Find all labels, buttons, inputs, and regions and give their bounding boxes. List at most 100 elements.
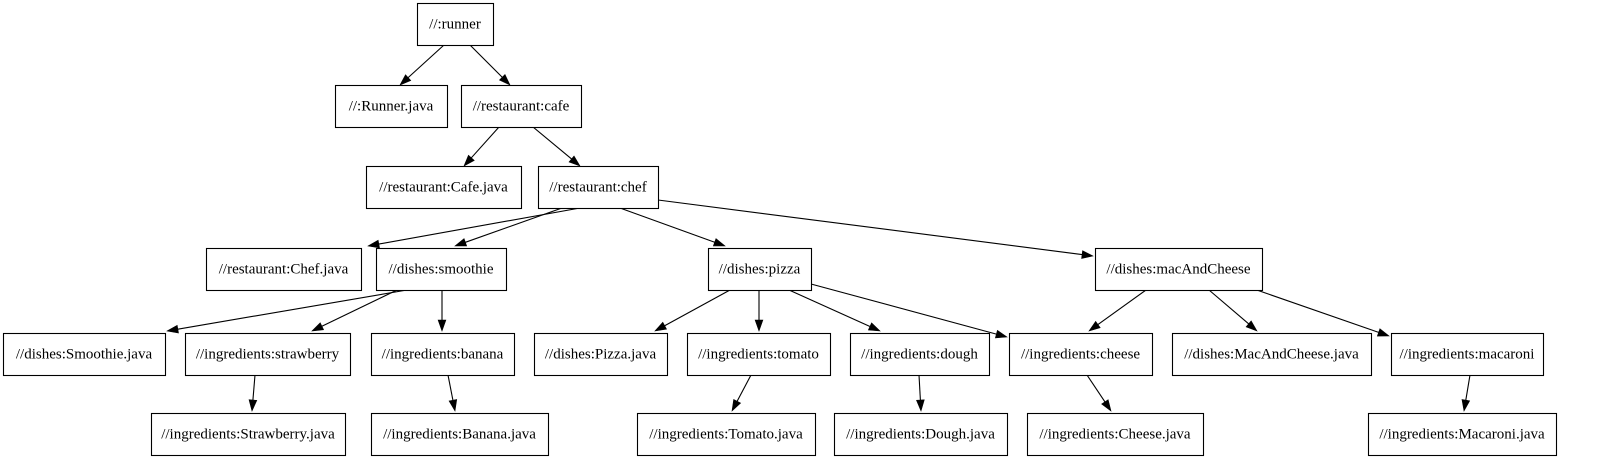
node-box[interactable] <box>370 332 516 377</box>
node-box[interactable] <box>1390 332 1545 377</box>
node-box[interactable] <box>1171 332 1373 377</box>
graph-node-dishes_macandcheese_java[interactable]: //dishes:MacAndCheese.java <box>1171 332 1373 377</box>
arrowhead-icon <box>248 399 258 412</box>
graph-node-ing_cheese[interactable]: //ingredients:cheese <box>1008 332 1154 377</box>
node-box[interactable] <box>849 332 991 377</box>
edge-line <box>252 374 256 401</box>
node-label: //dishes:smoothie <box>389 261 494 277</box>
node-label: //ingredients:Dough.java <box>846 426 995 442</box>
edge-line <box>657 199 1083 256</box>
arrowhead-icon <box>568 155 581 167</box>
graph-node-ing_banana[interactable]: //ingredients:banana <box>370 332 516 377</box>
arrowhead-icon <box>1088 320 1101 332</box>
node-box[interactable] <box>184 332 352 377</box>
edge-line <box>177 289 408 330</box>
graph-edge <box>532 126 581 167</box>
arrowhead-icon <box>654 321 667 332</box>
edges-layer <box>166 44 1471 412</box>
graph-node-restaurant_chef[interactable]: //restaurant:chef <box>537 165 660 210</box>
graph-node-dishes_pizza_java[interactable]: //dishes:Pizza.java <box>533 332 669 377</box>
graph-node-restaurant_cafe_java[interactable]: //restaurant:Cafe.java <box>365 165 523 210</box>
graph-node-restaurant_cafe[interactable]: //restaurant:cafe <box>460 84 583 129</box>
node-box[interactable] <box>365 165 523 210</box>
node-box[interactable] <box>205 247 363 292</box>
node-label: //dishes:MacAndCheese.java <box>1184 346 1359 362</box>
nodes-layer: //:runner //:Runner.java //restaurant:cafe… <box>2 2 1558 457</box>
node-box[interactable] <box>370 412 550 457</box>
node-label: //ingredients:Strawberry.java <box>161 426 335 442</box>
graph-edge <box>463 126 500 167</box>
graph-node-ing_strawberry_java[interactable]: //ingredients:Strawberry.java <box>150 412 347 457</box>
graph-node-ing_macaroni[interactable]: //ingredients:macaroni <box>1390 332 1545 377</box>
node-box[interactable] <box>1367 412 1558 457</box>
node-label: //dishes:pizza <box>719 261 801 277</box>
node-label: //ingredients:macaroni <box>1400 346 1535 362</box>
graph-node-runner_java[interactable]: //:Runner.java <box>334 84 449 129</box>
graph-node-ing_tomato_java[interactable]: //ingredients:Tomato.java <box>636 412 817 457</box>
node-box[interactable] <box>1094 247 1264 292</box>
node-box[interactable] <box>636 412 817 457</box>
node-label: //ingredients:strawberry <box>196 346 340 362</box>
graph-edge <box>619 207 726 247</box>
graph-node-ing_cheese_java[interactable]: //ingredients:Cheese.java <box>1026 412 1205 457</box>
arrowhead-icon <box>166 324 179 334</box>
node-box[interactable] <box>537 165 660 210</box>
arrowhead-icon <box>463 154 475 167</box>
graph-edge <box>1250 287 1390 337</box>
graph-node-ing_strawberry[interactable]: //ingredients:strawberry <box>184 332 352 377</box>
arrowhead-icon <box>311 322 325 332</box>
edge-line <box>469 44 503 78</box>
node-label: //ingredients:cheese <box>1021 346 1140 362</box>
edge-line <box>619 207 715 243</box>
node-label: //:Runner.java <box>349 98 434 114</box>
node-label: //:runner <box>429 16 481 32</box>
arrowhead-icon <box>916 399 925 412</box>
node-box[interactable] <box>707 247 813 292</box>
graph-node-ing_dough_java[interactable]: //ingredients:Dough.java <box>833 412 1009 457</box>
node-label: //ingredients:banana <box>382 346 504 362</box>
node-box[interactable] <box>1026 412 1205 457</box>
graph-node-dishes_smoothie[interactable]: //dishes:smoothie <box>375 247 508 292</box>
graph-edge <box>657 199 1094 259</box>
arrowhead-icon <box>712 238 726 247</box>
graph-node-ing_dough[interactable]: //ingredients:dough <box>849 332 991 377</box>
edge-line <box>465 207 563 243</box>
graph-edge <box>916 374 925 412</box>
arrowhead-icon <box>1101 399 1112 412</box>
graph-node-dishes_pizza[interactable]: //dishes:pizza <box>707 247 813 292</box>
graph-node-dishes_macandcheese[interactable]: //dishes:macAndCheese <box>1094 247 1264 292</box>
node-box[interactable] <box>533 332 669 377</box>
graph-node-runner[interactable]: //:runner <box>416 2 495 47</box>
node-box[interactable] <box>416 2 495 47</box>
node-box[interactable] <box>375 247 508 292</box>
node-box[interactable] <box>1008 332 1154 377</box>
node-label: //ingredients:Macaroni.java <box>1379 426 1545 442</box>
node-box[interactable] <box>460 84 583 129</box>
graph-edge <box>1208 289 1258 332</box>
arrowhead-icon <box>448 399 458 412</box>
node-label: //ingredients:dough <box>861 346 978 362</box>
graph-edge <box>454 207 563 247</box>
node-box[interactable] <box>334 84 449 129</box>
node-label: //dishes:Pizza.java <box>545 346 657 362</box>
graph-node-ing_banana_java[interactable]: //ingredients:Banana.java <box>370 412 550 457</box>
node-box[interactable] <box>2 332 167 377</box>
edge-line <box>810 283 997 335</box>
graph-node-ing_tomato[interactable]: //ingredients:tomato <box>686 332 832 377</box>
graph-node-dishes_smoothie_java[interactable]: //dishes:Smoothie.java <box>2 332 167 377</box>
graph-edge <box>731 374 752 412</box>
node-box[interactable] <box>150 412 347 457</box>
node-box[interactable] <box>833 412 1009 457</box>
graph-node-ing_macaroni_java[interactable]: //ingredients:Macaroni.java <box>1367 412 1558 457</box>
arrowhead-icon <box>754 319 764 332</box>
graph-edge <box>311 289 398 332</box>
edge-line <box>407 44 445 79</box>
node-box[interactable] <box>686 332 832 377</box>
node-label: //dishes:macAndCheese <box>1106 261 1250 277</box>
arrowhead-icon <box>437 319 447 332</box>
graph-edge <box>1088 289 1147 332</box>
node-label: //ingredients:Banana.java <box>383 426 536 442</box>
graph-node-restaurant_chef_java[interactable]: //restaurant:Chef.java <box>205 247 363 292</box>
graph-edge <box>367 207 581 249</box>
